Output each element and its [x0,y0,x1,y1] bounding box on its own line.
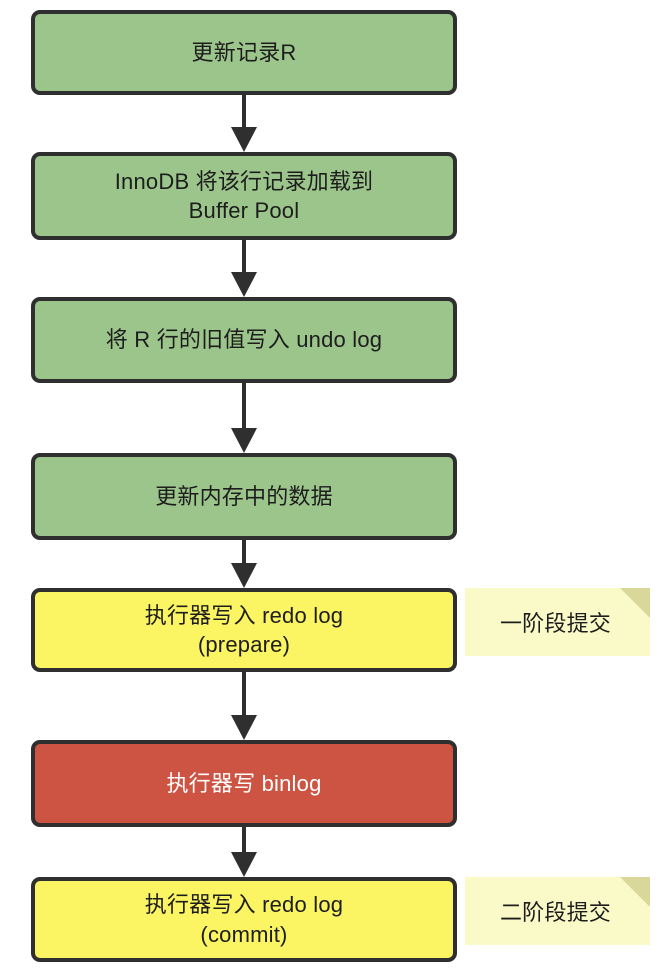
flow-node-label: 更新内存中的数据 [155,483,333,509]
flow-arrow-3 [231,383,257,453]
arrow-head [231,715,257,740]
arrow-head [231,127,257,152]
flow-node-label: 执行器写入 redo log (prepare) [144,602,344,657]
flow-node-label: 更新记录R [191,39,297,65]
flow-arrow-2 [231,240,257,297]
flow-arrow-6 [231,827,257,877]
arrow-stem [242,95,246,127]
arrow-head [231,428,257,453]
flow-node-redo-log-prepare[interactable]: 执行器写入 redo log (prepare) [31,588,457,672]
arrow-head [231,852,257,877]
annotation-note-phase-one: 一阶段提交 [465,588,650,656]
flow-node-redo-log-commit[interactable]: 执行器写入 redo log (commit) [31,877,457,962]
arrow-stem [242,240,246,272]
flow-node-update-memory-data[interactable]: 更新内存中的数据 [31,453,457,540]
arrow-head [231,563,257,588]
flow-node-update-record[interactable]: 更新记录R [31,10,457,95]
note-fold-corner-icon [620,588,650,618]
arrow-head [231,272,257,297]
annotation-note-phase-two: 二阶段提交 [465,877,650,945]
arrow-stem [242,540,246,563]
flow-node-load-buffer-pool[interactable]: InnoDB 将该行记录加载到 Buffer Pool [31,152,457,240]
note-label: 二阶段提交 [499,900,611,925]
note-label: 一阶段提交 [499,611,611,636]
flow-arrow-5 [231,672,257,740]
flow-node-label: 将 R 行的旧值写入 undo log [105,327,383,353]
arrow-stem [242,827,246,852]
arrow-stem [242,383,246,428]
flow-node-write-binlog[interactable]: 执行器写 binlog [31,740,457,827]
flow-node-label: 执行器写 binlog [166,770,322,796]
flow-node-label: 执行器写入 redo log (commit) [144,892,344,947]
flow-node-label: InnoDB 将该行记录加载到 Buffer Pool [114,168,374,223]
flow-arrow-4 [231,540,257,588]
arrow-stem [242,672,246,715]
note-fold-corner-icon [620,877,650,907]
flow-arrow-1 [231,95,257,152]
flow-node-write-undo-log[interactable]: 将 R 行的旧值写入 undo log [31,297,457,383]
